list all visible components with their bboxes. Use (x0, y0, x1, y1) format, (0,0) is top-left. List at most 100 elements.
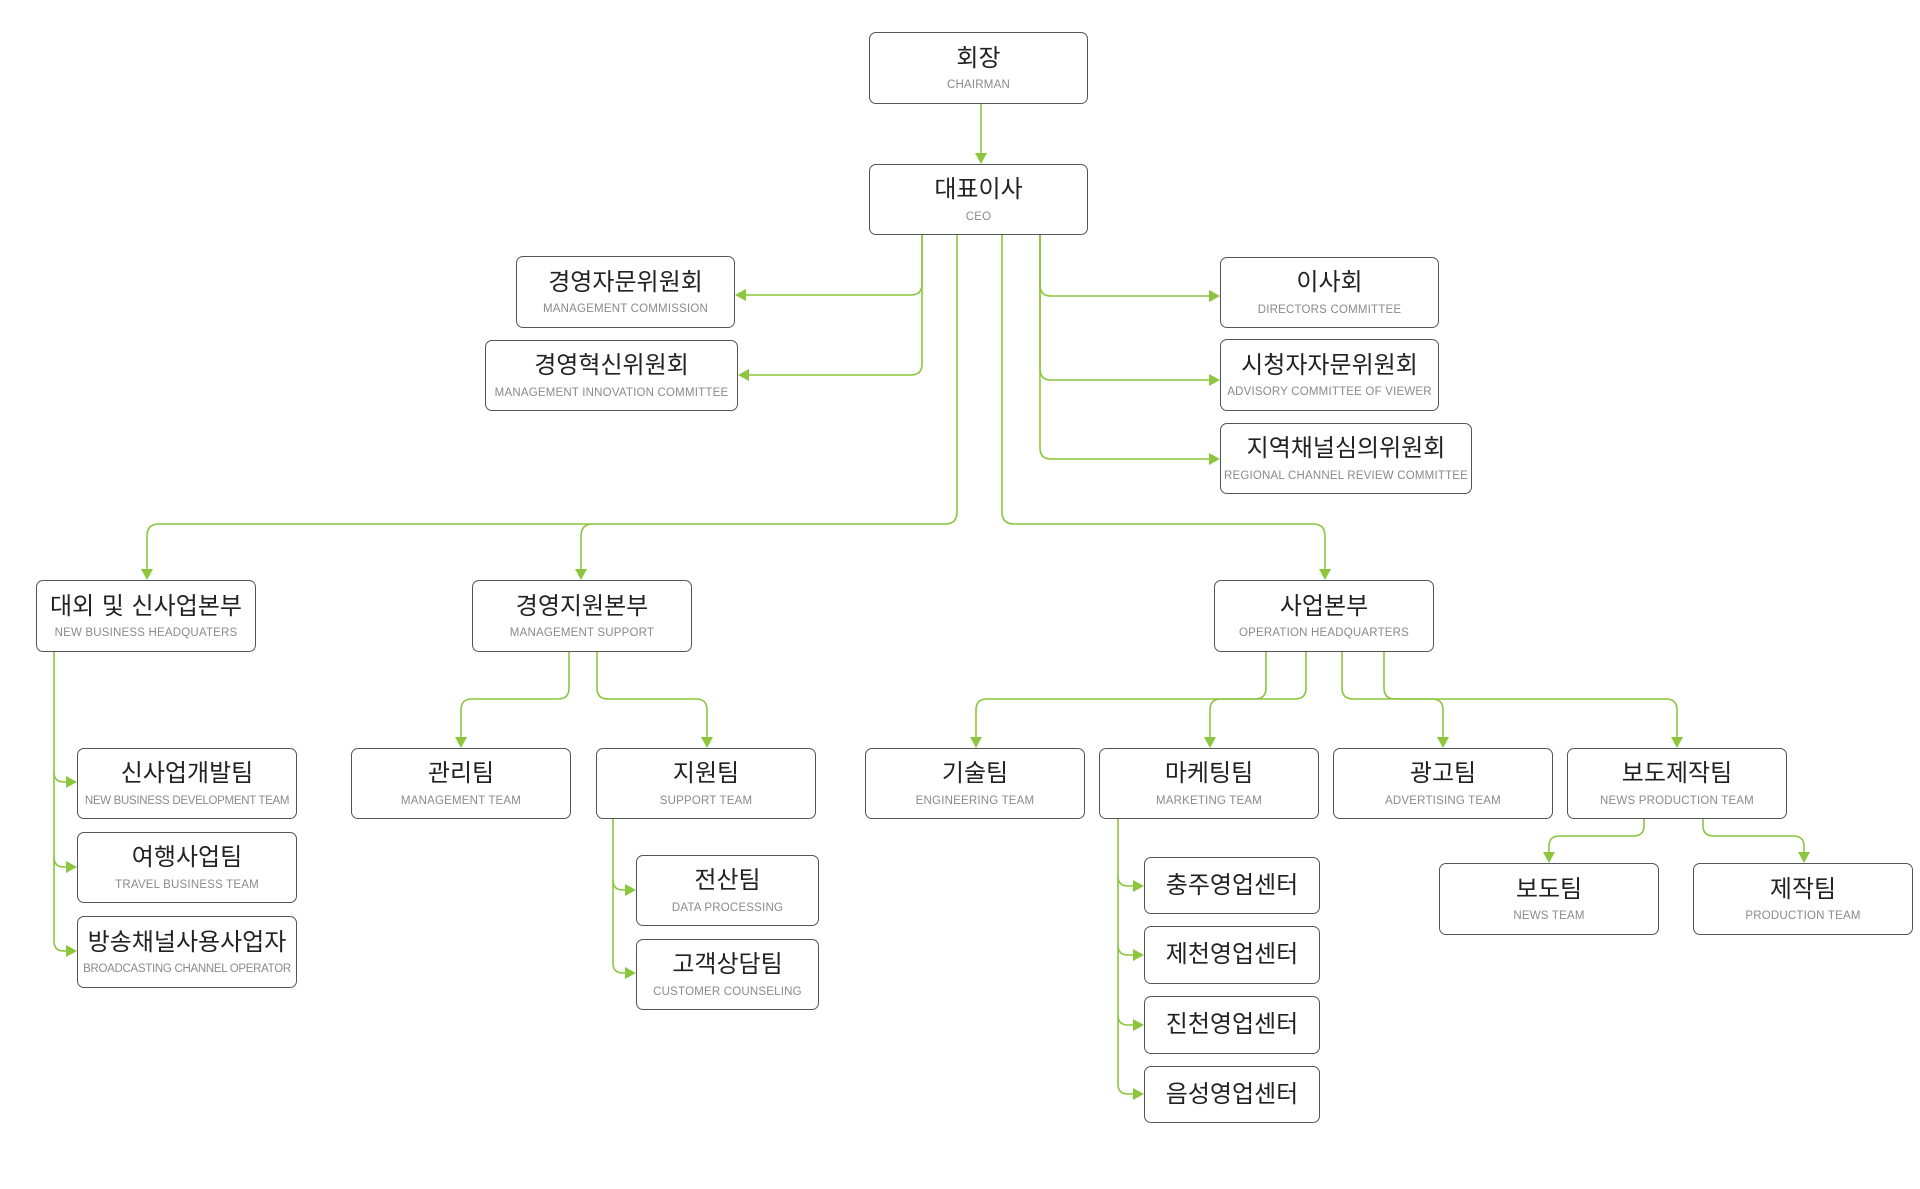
node-advertising-team-en: ADVERTISING TEAM (1385, 794, 1501, 807)
connector-line (1117, 1015, 1138, 1095)
connector-arrowhead (1798, 852, 1810, 863)
node-travel-business: 여행사업팀 TRAVEL BUSINESS TEAM (77, 832, 297, 903)
connector-line (1702, 819, 1805, 857)
node-broadcast-operator-en: BROADCASTING CHANNEL OPERATOR (83, 963, 291, 976)
node-broadcast-operator: 방송채널사용사업자 BROADCASTING CHANNEL OPERATOR (77, 916, 297, 988)
node-production-team-ko: 제작팀 (1769, 874, 1837, 903)
node-management-support-en: MANAGEMENT SUPPORT (509, 627, 655, 640)
connector-arrowhead (141, 569, 153, 580)
connector-arrowhead (66, 945, 77, 957)
node-eumseong-center-ko: 음성영업센터 (1165, 1079, 1299, 1108)
connector-line (580, 523, 594, 574)
connector-line (1039, 235, 1214, 381)
node-management-team: 관리팀 MANAGEMENT TEAM (351, 748, 571, 819)
node-operation-hq-ko: 사업본부 (1279, 591, 1369, 620)
node-operation-hq: 사업본부 OPERATION HEADQUARTERS (1214, 580, 1434, 652)
connector-line (1383, 652, 1678, 742)
connector-line (1039, 235, 1214, 297)
node-ceo-ko: 대표이사 (934, 175, 1023, 204)
connector-line (612, 819, 630, 891)
connector-line (1117, 819, 1138, 887)
node-management-innovation-ko: 경영혁신위원회 (534, 351, 689, 380)
node-jecheon-center: 제천영업센터 (1144, 926, 1320, 984)
node-travel-business-ko: 여행사업팀 (131, 843, 243, 872)
node-new-business-development-ko: 신사업개발팀 (120, 759, 254, 788)
node-news-production-team-ko: 보도제작팀 (1621, 759, 1733, 788)
node-ceo-en: CEO (965, 210, 992, 223)
node-engineering-team: 기술팀 ENGINEERING TEAM (865, 748, 1085, 819)
node-advertising-team: 광고팀 ADVERTISING TEAM (1333, 748, 1553, 819)
connector-line (1039, 235, 1214, 460)
node-customer-counseling-ko: 고객상담팀 (672, 950, 783, 979)
connector-arrowhead (1543, 852, 1555, 863)
node-engineering-team-ko: 기술팀 (941, 759, 1009, 788)
node-chairman: 회장 CHAIRMAN (869, 32, 1088, 104)
node-new-business-hq-en: NEW BUSINESS HEADQUATERS (54, 627, 238, 640)
node-marketing-team-en: MARKETING TEAM (1155, 794, 1263, 807)
connector-arrowhead (1209, 374, 1220, 386)
connector-arrowhead (701, 737, 713, 748)
connector-line (1341, 652, 1444, 742)
node-customer-counseling: 고객상담팀 CUSTOMER COUNSELING (636, 939, 819, 1010)
node-broadcast-operator-ko: 방송채널사용사업자 (87, 927, 287, 956)
connector-arrowhead (625, 967, 636, 979)
connector-line (596, 652, 708, 742)
connector-line (146, 235, 958, 574)
node-jincheon-center-ko: 진천영업센터 (1165, 1010, 1299, 1039)
node-news-production-team-en: NEWS PRODUCTION TEAM (1600, 794, 1754, 807)
node-management-team-ko: 관리팀 (427, 759, 495, 788)
node-management-innovation: 경영혁신위원회 MANAGEMENT INNOVATION COMMITTEE (485, 340, 738, 411)
node-customer-counseling-en: CUSTOMER COUNSELING (653, 985, 802, 998)
connector-line (1001, 235, 1326, 574)
node-regional-review: 지역채널심의위원회 REGIONAL CHANNEL REVIEW COMMIT… (1220, 423, 1472, 494)
connector-arrowhead (1133, 880, 1144, 892)
node-marketing-team: 마케팅팀 MARKETING TEAM (1099, 748, 1319, 819)
connector-line (1209, 652, 1307, 742)
connector-arrowhead (1319, 569, 1331, 580)
connector-line (460, 652, 570, 742)
connector-arrowhead (975, 153, 987, 164)
connector-arrowhead (1437, 737, 1449, 748)
node-chungju-center: 충주영업센터 (1144, 857, 1320, 914)
connector-line (743, 235, 923, 296)
connector-arrowhead (735, 289, 746, 301)
node-news-production-team: 보도제작팀 NEWS PRODUCTION TEAM (1567, 748, 1787, 819)
connector-arrowhead (1204, 737, 1216, 748)
connector-arrowhead (1209, 453, 1220, 465)
node-new-business-hq-ko: 대외 및 신사업본부 (50, 591, 242, 620)
node-data-processing-ko: 전산팀 (694, 866, 761, 895)
node-data-processing-en: DATA PROCESSING (671, 901, 784, 914)
connector-arrowhead (970, 737, 982, 748)
connector-arrowhead (1133, 1019, 1144, 1031)
node-management-support: 경영지원본부 MANAGEMENT SUPPORT (472, 580, 692, 652)
node-news-team-en: NEWS TEAM (1513, 910, 1585, 923)
node-operation-hq-en: OPERATION HEADQUARTERS (1238, 627, 1410, 640)
node-directors-en: DIRECTORS COMMITTEE (1257, 303, 1402, 316)
node-marketing-team-ko: 마케팅팀 (1164, 759, 1254, 788)
node-support-team-ko: 지원팀 (672, 759, 740, 788)
node-management-commission: 경영자문위원회 MANAGEMENT COMMISSION (516, 256, 735, 328)
node-management-support-ko: 경영지원본부 (515, 591, 649, 620)
node-production-team-en: PRODUCTION TEAM (1745, 910, 1861, 923)
node-new-business-hq: 대외 및 신사업본부 NEW BUSINESS HEADQUATERS (36, 580, 256, 652)
node-viewer-advisory-ko: 시청자자문위원회 (1241, 350, 1418, 379)
node-regional-review-en: REGIONAL CHANNEL REVIEW COMMITTEE (1223, 469, 1469, 482)
connector-line (612, 880, 630, 974)
node-management-commission-en: MANAGEMENT COMMISSION (543, 303, 708, 316)
node-regional-review-ko: 지역채널심의위원회 (1246, 434, 1446, 463)
connector-line (53, 652, 71, 783)
connector-line (746, 235, 923, 376)
node-directors: 이사회 DIRECTORS COMMITTEE (1220, 257, 1439, 328)
node-news-team: 보도팀 NEWS TEAM (1439, 863, 1659, 935)
node-new-business-development: 신사업개발팀 NEW BUSINESS DEVELOPMENT TEAM (77, 748, 297, 819)
node-chairman-en: CHAIRMAN (947, 79, 1010, 92)
node-jincheon-center: 진천영업센터 (1144, 996, 1320, 1054)
connector-arrowhead (625, 884, 636, 896)
node-ceo: 대표이사 CEO (869, 164, 1088, 235)
connector-arrowhead (1209, 290, 1220, 302)
node-directors-ko: 이사회 (1296, 268, 1363, 297)
connector-arrowhead (1133, 949, 1144, 961)
connector-arrowhead (66, 861, 77, 873)
node-travel-business-en: TRAVEL BUSINESS TEAM (115, 878, 259, 891)
